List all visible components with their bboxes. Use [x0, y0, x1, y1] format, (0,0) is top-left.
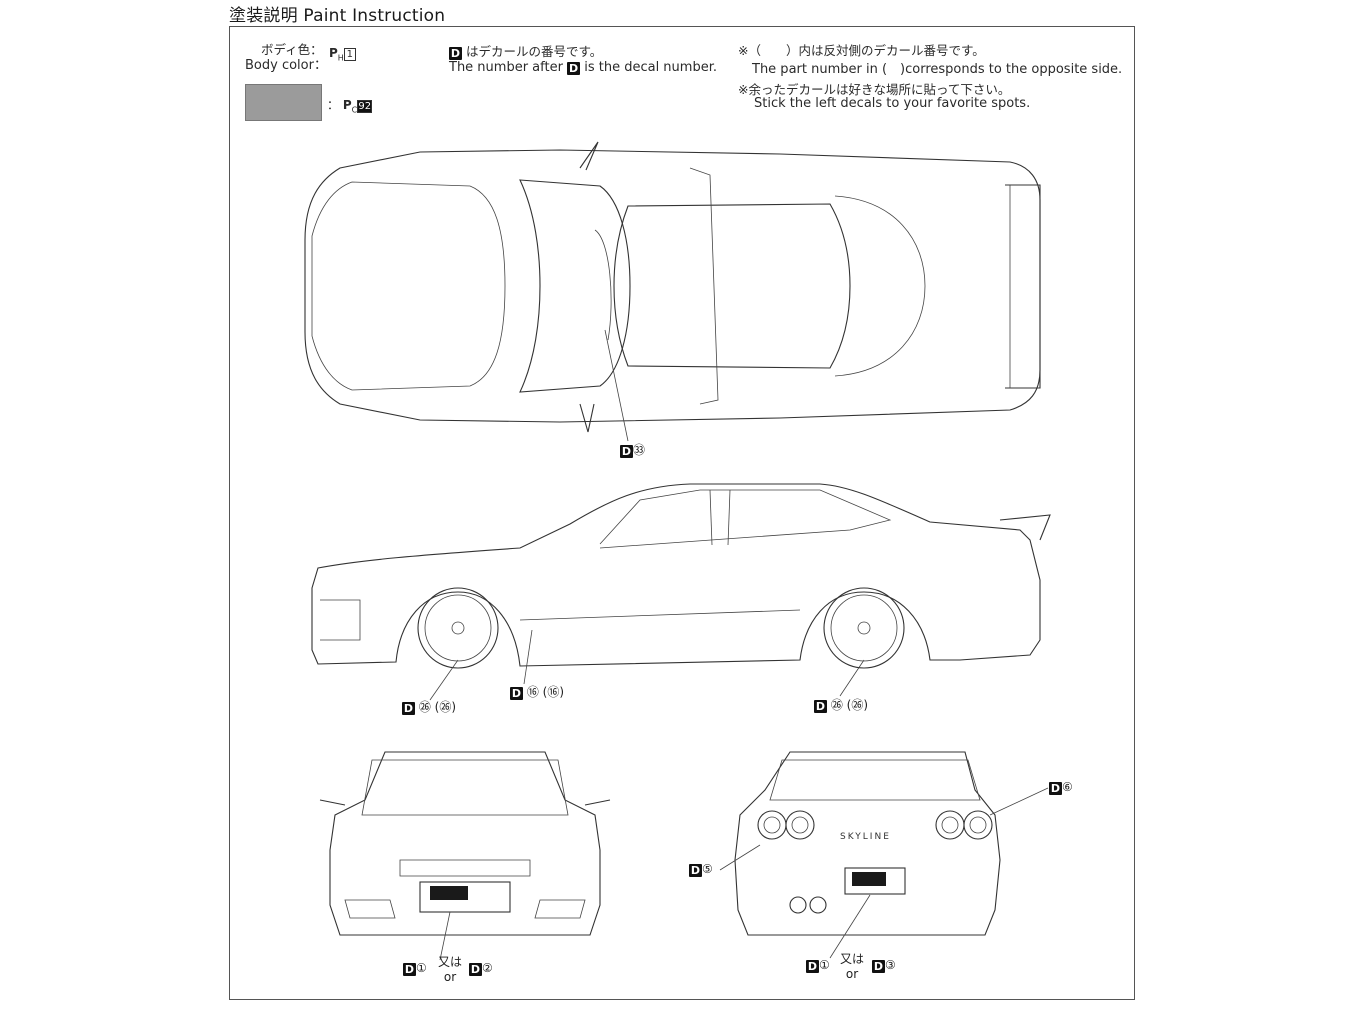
- decal-icon: D: [403, 963, 416, 976]
- body-color-en-label: Body color：: [245, 58, 327, 73]
- callout-number: ②: [482, 961, 493, 975]
- paint-swatch: [245, 84, 322, 121]
- decal-note-en-post: is the decal number.: [584, 60, 717, 75]
- instruction-frame: [229, 26, 1135, 1000]
- decal-icon: D: [510, 687, 523, 700]
- front-view-drawing: [319, 751, 611, 961]
- front-mata: 又は: [437, 955, 462, 969]
- callout-side-rocker: D ⑯ (⑯): [510, 683, 564, 700]
- rear-or-label: 又は or: [837, 950, 867, 981]
- rear-mata: 又は: [839, 952, 864, 966]
- paint-sub: H: [337, 53, 344, 63]
- rear-view-drawing: [719, 751, 1049, 959]
- decal-icon: D: [449, 47, 462, 60]
- decal-note-jp: D はデカールの番号です。: [449, 41, 602, 60]
- swatch-paint-prefix: P: [342, 98, 352, 112]
- callout-number: ③: [885, 958, 896, 972]
- swatch-paint-code: ： PC92: [327, 96, 373, 115]
- swatch-paint-number: 92: [357, 100, 373, 113]
- callout-number: ㉝: [633, 443, 646, 457]
- decal-note-jp-text: はデカールの番号です。: [465, 44, 603, 59]
- callout-side-front-wheel: D ㉖ (㉖): [402, 698, 456, 715]
- callout-number: ㉖ (㉖): [418, 700, 457, 714]
- callout-number: ㉖ (㉖): [830, 698, 869, 712]
- callout-side-rear-wheel: D ㉖ (㉖): [814, 696, 868, 713]
- decal-icon: D: [469, 963, 482, 976]
- decal-icon: D: [872, 960, 885, 973]
- callout-number: ⑯ (⑯): [526, 685, 565, 699]
- rear-badge: SKYLINE: [840, 832, 891, 842]
- front-or: or: [443, 970, 457, 984]
- body-color-jp-label: ボディ色：: [261, 42, 323, 57]
- top-view-drawing: [304, 141, 1041, 442]
- swatch-sep: ：: [327, 98, 340, 112]
- decal-icon: D: [689, 864, 702, 877]
- callout-number: ⑥: [1062, 780, 1073, 794]
- callout-number: ①: [416, 961, 427, 975]
- decal-icon: D: [620, 445, 633, 458]
- note1-jp: ※（ ）内は反対側のデカール番号です。: [738, 43, 985, 58]
- callout-number: ⑤: [702, 862, 713, 876]
- decal-icon: D: [1049, 782, 1062, 795]
- rear-or: or: [845, 967, 859, 981]
- note2-en: Stick the left decals to your favorite s…: [754, 96, 1031, 111]
- decal-icon: D: [814, 700, 827, 713]
- callout-number: ①: [819, 958, 830, 972]
- decal-note-en-pre: The number after: [449, 60, 563, 75]
- note2-jp: ※余ったデカールは好きな場所に貼って下さい。: [738, 82, 1011, 97]
- note1-en: The part number in ( )corresponds to the…: [752, 62, 1123, 77]
- decal-icon: D: [567, 62, 581, 75]
- decal-note-en: The number after D is the decal number.: [449, 60, 717, 75]
- paint-prefix: P: [329, 46, 338, 60]
- paint-number-box: 1: [343, 48, 356, 61]
- decal-icon: D: [402, 702, 415, 715]
- front-or-label: 又は or: [435, 953, 465, 984]
- page-title: 塗装説明 Paint Instruction: [229, 6, 446, 26]
- side-view-drawing: [311, 483, 1051, 701]
- decal-icon: D: [806, 960, 819, 973]
- swatch-paint-sub: C: [351, 105, 358, 115]
